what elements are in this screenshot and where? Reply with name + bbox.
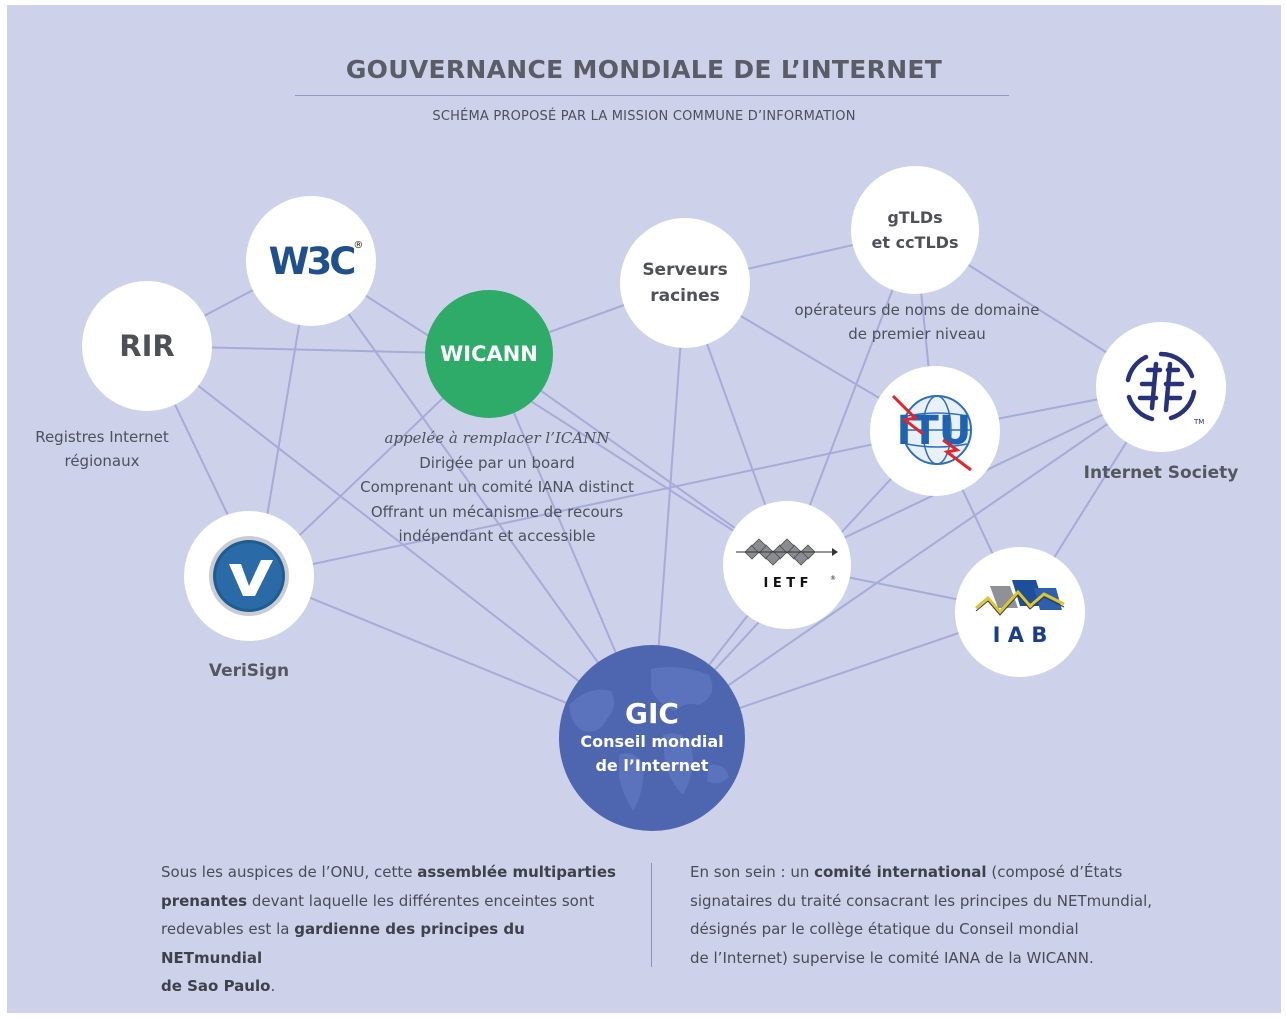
footer-divider (651, 863, 652, 967)
ietf-logo-text: I E T F (763, 576, 808, 591)
serveurs-line1: Serveurs (642, 260, 728, 280)
rir-caption: Registres Internet régionaux (7, 425, 197, 473)
wicann-note-line2: Comprenant un comité IANA distinct (360, 478, 634, 496)
ietf-node: I E T F ® (723, 501, 851, 629)
serveurs-racines-node: Serveurs racines (620, 218, 750, 348)
internet-society-label: Internet Society (1083, 463, 1239, 483)
link-w3c-ietf (309, 259, 788, 566)
verisign-node (184, 511, 314, 641)
internet-society-tm: TM (1193, 418, 1204, 426)
link-itu-verisign (256, 430, 936, 577)
gtlds-node: gTLDs et ccTLDs (851, 166, 979, 294)
link-isoc-gic (651, 386, 1162, 739)
ietf-registered-mark: ® (830, 575, 836, 582)
footer-left-b1: assemblée multiparties (417, 863, 616, 881)
link-rir-gic (146, 345, 653, 739)
footer-left-b4: de Sao Paulo (161, 977, 271, 995)
ietf-logo-icon: I E T F ® (736, 538, 838, 591)
page-subtitle: SCHÉMA PROPOSÉ PAR LA MISSION COMMUNE D’… (432, 109, 856, 124)
footer-left-t2: devant laquelle les différentes enceinte… (247, 891, 595, 910)
itu-logo-text: ITU (897, 408, 972, 454)
footer-right-t5: de l’Internet) supervise le comité IANA … (690, 948, 1094, 967)
footer-left-t3: redevables est la (161, 920, 295, 938)
wicann-label: WICANN (440, 342, 538, 366)
wicann-description: appelée à remplacer l’ICANN Dirigée par … (307, 426, 687, 549)
gtlds-line2: et ccTLDs (871, 233, 959, 252)
gtlds-caption-line2: de premier niveau (848, 325, 986, 343)
gtlds-line1: gTLDs (887, 208, 943, 227)
w3c-node: W3C® (246, 196, 376, 326)
gtlds-caption: opérateurs de noms de domaine de premier… (767, 298, 1067, 346)
internet-society-node: TM (1096, 322, 1226, 452)
wicann-note-line3: Offrant un mécanisme de recours (370, 502, 624, 521)
footer-right-t1: En son sein : un (690, 863, 815, 881)
rir-caption-line2: régionaux (64, 452, 140, 470)
footer-right-text: En son sein : un comité international (c… (690, 858, 1190, 972)
footer-left-t4: . (270, 977, 276, 995)
rir-label: RIR (119, 329, 175, 363)
footer-right-t2: (composé d’États (986, 863, 1123, 881)
iab-node: I A B (955, 547, 1085, 677)
link-w3c-gic (309, 259, 653, 739)
w3c-logo: W3C® (268, 239, 364, 283)
footer-right-b1: comité international (814, 863, 987, 881)
itu-node: ITU (870, 366, 1000, 496)
verisign-logo-icon (209, 536, 289, 616)
diagram-canvas: GOUVERNANCE MONDIALE DE L’INTERNET SCHÉM… (7, 5, 1281, 1013)
footer-left-b2: prenantes (161, 891, 248, 910)
verisign-label: VeriSign (208, 661, 290, 681)
rir-node: RIR (82, 281, 212, 411)
globe-map-icon (569, 667, 729, 811)
gic-line2: de l’Internet (595, 756, 709, 775)
iab-logo-text: I A B (993, 623, 1048, 647)
footer-right-t3: signataires du traité consacrant les pri… (690, 891, 1153, 910)
gic-label: GIC (625, 697, 679, 730)
w3c-registered-mark: ® (353, 239, 364, 251)
gtlds-caption-line1: opérateurs de noms de domaine (794, 301, 1040, 319)
footer-left-text: Sous les auspices de l’ONU, cette assemb… (161, 858, 631, 1001)
serveurs-line2: racines (650, 286, 720, 306)
wicann-note-line1: Dirigée par un board (419, 453, 575, 472)
internet-society-logo-icon: TM (1125, 351, 1204, 426)
itu-logo-icon: ITU (891, 394, 972, 472)
wicann-node: WICANN (425, 290, 553, 418)
page-title: GOUVERNANCE MONDIALE DE L’INTERNET (345, 55, 943, 84)
iab-logo-icon: I A B (975, 580, 1065, 647)
wicann-note-italic: appelée à remplacer l’ICANN (384, 429, 610, 447)
title-divider (295, 95, 1009, 96)
wicann-note-line4: indépendant et accessible (398, 527, 596, 545)
rir-caption-line1: Registres Internet (35, 428, 169, 446)
footer-right-t4: désignés par le collège étatique du Cons… (690, 920, 1079, 938)
gic-node: GIC Conseil mondial de l’Internet (559, 645, 745, 831)
footer-left-b3: gardienne des principes du NETmundial (161, 920, 525, 967)
gic-line1: Conseil mondial (580, 732, 724, 751)
w3c-logo-text: W3C (268, 239, 357, 283)
footer-left-t1: Sous les auspices de l’ONU, cette (161, 863, 418, 881)
